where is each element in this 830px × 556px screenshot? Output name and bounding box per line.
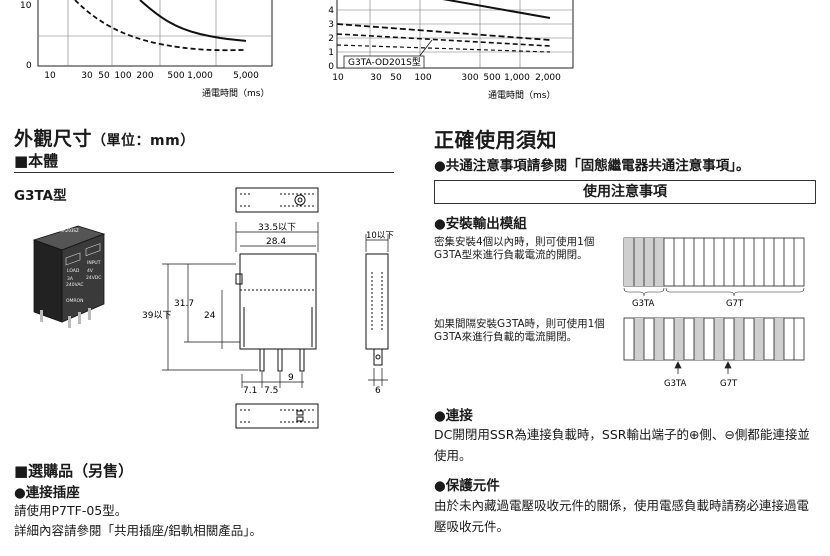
x-tick: 1,000 [504, 73, 530, 83]
y-tick: 10 [20, 1, 32, 11]
dimensions-title: 外觀尺寸 [14, 128, 93, 150]
model-name: G3TA型 [14, 188, 67, 204]
y-tick: 2 [328, 34, 334, 44]
x-tick: 100 [414, 73, 431, 83]
dim-33-5: 33.5以下 [258, 223, 296, 233]
surge-graph-right: G3TA-OD201S型 4 3 2 1 0 10 30 50 100 300 … [328, 0, 574, 101]
install-title: ●安裝輸出模組 [434, 216, 527, 232]
surge-graph-left: 10 0 10 30 50 100 200 500 1,000 5,000 通電… [20, 0, 273, 99]
x-tick: 300 [461, 73, 478, 83]
body-subtitle: ■本體 [14, 152, 59, 170]
y-tick: 3 [328, 20, 334, 30]
dim-10: 10以下 [366, 231, 394, 241]
x-tick: 30 [370, 73, 382, 83]
product-label: 4V [87, 268, 94, 274]
connect-title: ●連接 [434, 408, 473, 424]
x-axis-label: 通電時間（ms） [488, 90, 555, 101]
x-tick: 10 [44, 71, 56, 81]
x-tick: 30 [81, 71, 93, 81]
unit-note: （單位：mm） [92, 133, 195, 149]
product-label: G3TA-OA203SZ [48, 228, 79, 233]
y-tick: 1 [328, 48, 334, 58]
x-tick: 2,000 [535, 73, 561, 83]
section-title-dimensions: 外觀尺寸（單位：mm） [14, 124, 195, 151]
product-label: 3A [67, 276, 74, 282]
install-text-1: 密集安裝4個以內時，則可使用1個G3TA型來進行負載電流的開閉。 [434, 236, 595, 261]
product-label: OMRON [66, 298, 83, 304]
product-illustration: LOAD INPUT 3A 4V 240VAC 24VDC OMRON G3TA… [32, 225, 106, 328]
dim-9: 9 [288, 373, 294, 383]
spaced-layout-diagram: G3TA G7T [623, 317, 805, 389]
x-tick: 100 [114, 71, 131, 81]
x-tick: 50 [98, 71, 110, 81]
product-label: INPUT [87, 260, 101, 266]
dim-39: 39以下 [142, 311, 171, 321]
socket-title: ●連接插座 [14, 485, 80, 501]
socket-line-1: 請使用P7TF-05型。 [14, 503, 128, 518]
dim-28-4: 28.4 [266, 237, 286, 247]
g3ta-label: G3TA [664, 379, 687, 389]
x-tick: 50 [390, 73, 402, 83]
section-title-usage: 正確使用須知 [434, 128, 557, 152]
divider [14, 172, 394, 173]
dense-layout-diagram: G3TA G7T [623, 237, 805, 308]
socket-line-2: 詳細內容請參閱「共用插座/鋁軌相關產品」。 [14, 523, 262, 538]
series-annotation: G3TA-OD201S型 [348, 57, 421, 68]
g7t-label: G7T [726, 299, 744, 308]
common-note: ●共通注意事項請參閱「固態繼電器共通注意事項」。 [434, 158, 750, 174]
dimension-drawing: 33.5以下 28.4 10以下 31.7 39以下 24 9 7.1 7.5 … [142, 187, 394, 429]
product-label: LOAD [67, 268, 80, 274]
y-tick: 0 [26, 61, 32, 71]
protect-text: 由於未內藏過電壓吸收元件的關係，使用電感負載時請務必連接過電壓吸收元件。 [434, 498, 810, 534]
protect-title: ●保護元件 [434, 478, 500, 494]
x-tick: 500 [167, 71, 184, 81]
g7t-label: G7T [720, 379, 738, 389]
connect-text: DC開閉用SSR為連接負載時，SSR輸出端子的⊕側、⊖側都能連接並使用。 [434, 427, 810, 463]
product-label: 24VDC [86, 275, 101, 281]
y-tick: 4 [328, 6, 334, 16]
y-tick: 0 [328, 62, 334, 72]
product-label: 240VAC [66, 282, 84, 288]
dim-6: 6 [375, 386, 381, 396]
x-tick: 5,000 [233, 71, 259, 81]
options-title: ■選購品（另售） [14, 462, 134, 480]
dim-7-5: 7.5 [264, 386, 278, 396]
dim-31-7: 31.7 [174, 299, 194, 309]
dim-7-1: 7.1 [243, 386, 257, 396]
dim-24: 24 [204, 311, 216, 321]
x-axis-label: 通電時間（ms） [202, 88, 269, 99]
x-tick: 1,000 [187, 71, 213, 81]
x-tick: 500 [483, 73, 500, 83]
x-tick: 200 [136, 71, 153, 81]
install-text-2: 如果間隔安裝G3TA時，則可使用1個G3TA來進行負載的電流開閉。 [434, 318, 605, 343]
g3ta-label: G3TA [632, 299, 655, 308]
precautions-box-title: 使用注意事項 [434, 180, 816, 204]
x-tick: 10 [332, 73, 344, 83]
